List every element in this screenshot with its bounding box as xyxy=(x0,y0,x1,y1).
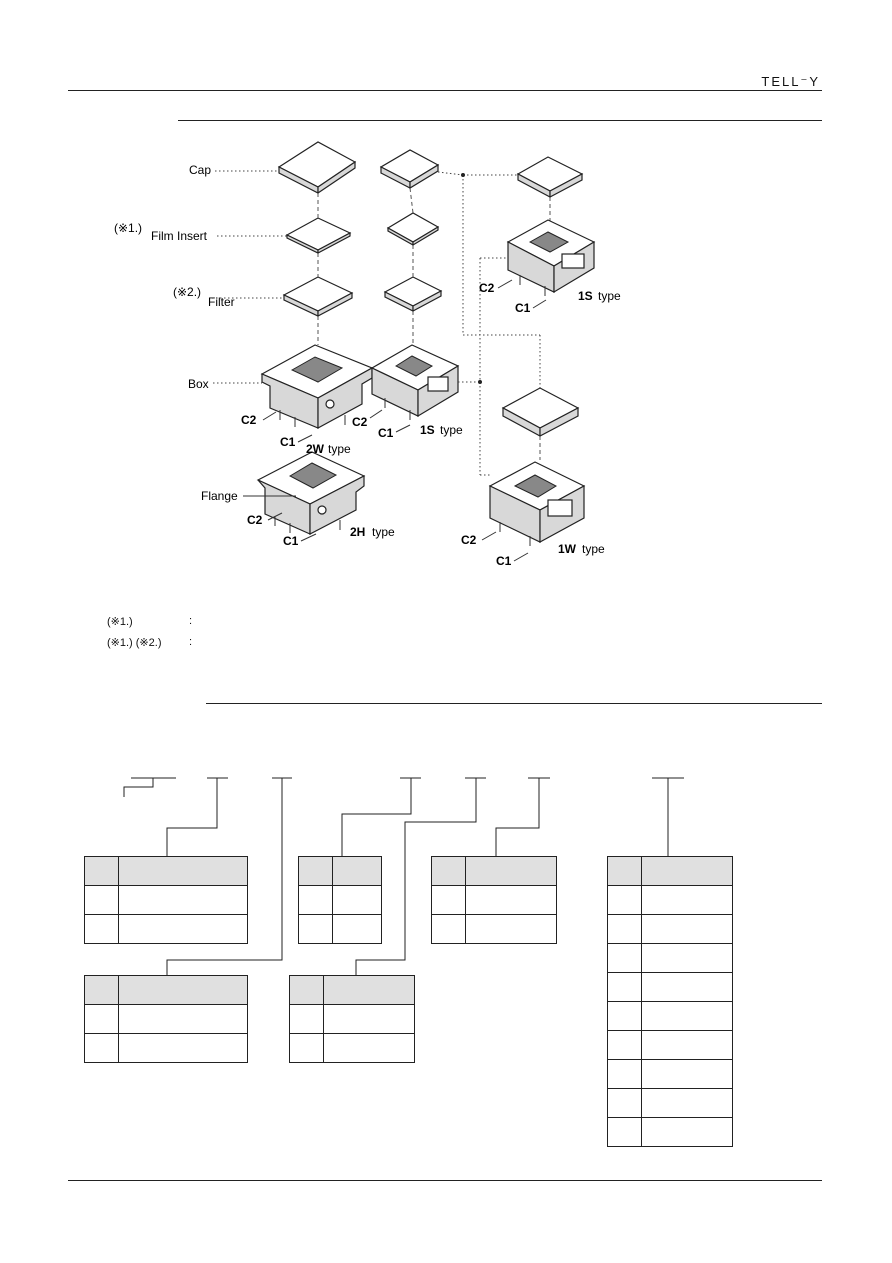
section2-rule xyxy=(206,703,822,704)
label-type-1s-a: 1S xyxy=(420,423,435,437)
footer-rule xyxy=(68,1180,822,1181)
label-type-1w: 1W xyxy=(558,542,577,556)
label-type-2h: 2H xyxy=(350,525,365,539)
footnote-2-colon: : xyxy=(189,636,193,648)
label-type-1w-suffix: type xyxy=(582,542,605,556)
footnote-2-mark: (※1.) (※2.) xyxy=(107,637,162,649)
box-2h xyxy=(256,451,366,535)
code-table-d xyxy=(607,856,733,1147)
label-type-1s-a-suffix: type xyxy=(440,423,463,437)
label-flange: Flange xyxy=(201,489,238,503)
label-type-2w-suffix: type xyxy=(328,442,351,456)
exploded-view-diagram: .ln{fill:none;stroke:#333;stroke-width:1… xyxy=(114,141,621,568)
code-table-e xyxy=(84,975,248,1063)
footnote-1: (※1.) xyxy=(107,615,133,628)
label-c1-1w: C1 xyxy=(496,554,512,568)
code-table-f xyxy=(289,975,415,1063)
footnote-1-colon: : xyxy=(189,615,193,627)
filter-1s xyxy=(383,276,443,313)
label-type-2h-suffix: type xyxy=(372,525,395,539)
film-insert-2w xyxy=(285,217,352,254)
label-filter: Filter xyxy=(208,295,235,309)
cap-1s-a xyxy=(379,149,440,190)
label-c1-1s-a: C1 xyxy=(378,426,394,440)
label-cap: Cap xyxy=(189,163,211,177)
label-c2-2w: C2 xyxy=(241,413,257,427)
label-c1-1s-b: C1 xyxy=(515,301,531,315)
brand-logo: TELL⁻Y xyxy=(761,74,820,89)
label-c2-2h: C2 xyxy=(247,513,263,527)
box-1s-a xyxy=(370,344,460,420)
label-type-2w: 2W xyxy=(306,442,325,456)
section1-rule xyxy=(178,120,822,121)
cap-2w xyxy=(277,141,357,195)
label-box: Box xyxy=(188,377,209,391)
cap-1w xyxy=(501,387,580,438)
footnote-2: (※1.) (※2.) xyxy=(107,636,162,649)
label-c1-2w: C1 xyxy=(280,435,296,449)
label-note2: (※2.) xyxy=(173,285,201,299)
label-c2-1s-b: C2 xyxy=(479,281,495,295)
label-c1-2h: C1 xyxy=(283,534,299,548)
box-1s-b xyxy=(506,219,596,296)
code-table-b xyxy=(298,856,382,944)
box-1w xyxy=(488,461,586,546)
code-table-a xyxy=(84,856,248,944)
filter-2w xyxy=(282,276,354,317)
footnote-1-mark: (※1.) xyxy=(107,616,133,628)
label-type-1s-b-suffix: type xyxy=(598,289,621,303)
label-note1: (※1.) xyxy=(114,221,142,235)
header-rule xyxy=(68,90,822,91)
label-c2-1s-a: C2 xyxy=(352,415,368,429)
label-film-insert: Film Insert xyxy=(151,229,208,243)
cap-1s-b xyxy=(516,156,584,198)
label-c2-1w: C2 xyxy=(461,533,477,547)
code-table-c xyxy=(431,856,557,944)
label-type-1s-b: 1S xyxy=(578,289,593,303)
film-insert-1s xyxy=(386,212,440,247)
